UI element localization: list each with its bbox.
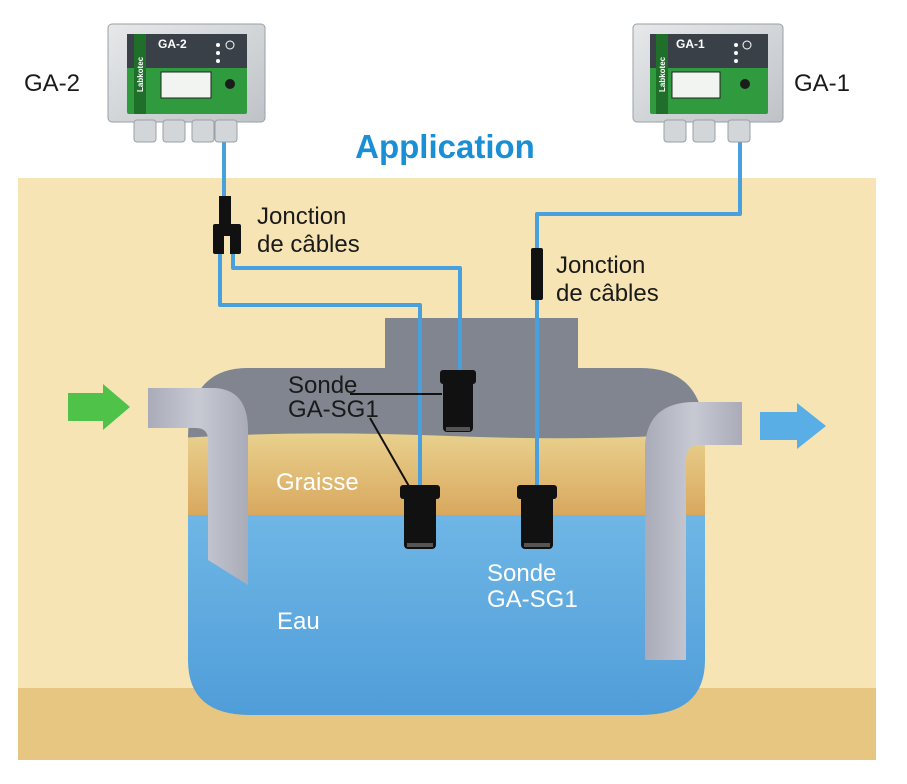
ga2-label: GA-2 bbox=[24, 70, 80, 97]
outlet-pipe bbox=[645, 402, 742, 660]
grease-label: Graisse bbox=[276, 469, 359, 496]
ga1-brand: Labkotec bbox=[658, 56, 667, 92]
power-knob-icon bbox=[225, 79, 235, 89]
outlet-arrow-icon bbox=[760, 403, 826, 449]
cable-ga2-lower-probe bbox=[218, 252, 422, 487]
probe-lower-line1: Sonde bbox=[487, 560, 556, 587]
cable-ga2-upper-probe bbox=[231, 252, 462, 372]
probe-upper-line1: Sonde bbox=[288, 372, 357, 399]
probe-lower-line2: GA-SG1 bbox=[487, 586, 578, 613]
water-label: Eau bbox=[277, 608, 320, 635]
junction-left-line2: de câbles bbox=[257, 231, 360, 258]
ga2-panel-name: GA-2 bbox=[158, 37, 187, 51]
controller-ga1: Labkotec GA-1 bbox=[632, 23, 784, 143]
cables bbox=[218, 142, 742, 490]
probe-water bbox=[517, 485, 557, 549]
grease-layer bbox=[188, 430, 705, 515]
inlet-pipe bbox=[148, 388, 248, 585]
ga1-label: GA-1 bbox=[794, 70, 850, 97]
controller-ga2: Labkotec GA-2 bbox=[107, 23, 266, 143]
probe-leader-lines bbox=[350, 393, 442, 489]
cable-junction-left bbox=[213, 196, 241, 254]
probe-upper-line2: GA-SG1 bbox=[288, 396, 379, 423]
junction-right-line1: Jonction bbox=[556, 252, 645, 279]
ga1-panel-name: GA-1 bbox=[676, 37, 705, 51]
ga2-brand: Labkotec bbox=[136, 56, 145, 92]
cable-junction-right bbox=[531, 248, 543, 300]
probe-upper bbox=[440, 370, 476, 432]
junction-right-line2: de câbles bbox=[556, 280, 659, 307]
inlet-arrow-icon bbox=[68, 384, 130, 430]
cable-ga1 bbox=[535, 142, 742, 250]
power-knob-icon-2 bbox=[740, 79, 750, 89]
junction-left-line1: Jonction bbox=[257, 203, 346, 230]
probe-grease bbox=[400, 485, 440, 549]
diagram-title: Application bbox=[355, 128, 535, 165]
